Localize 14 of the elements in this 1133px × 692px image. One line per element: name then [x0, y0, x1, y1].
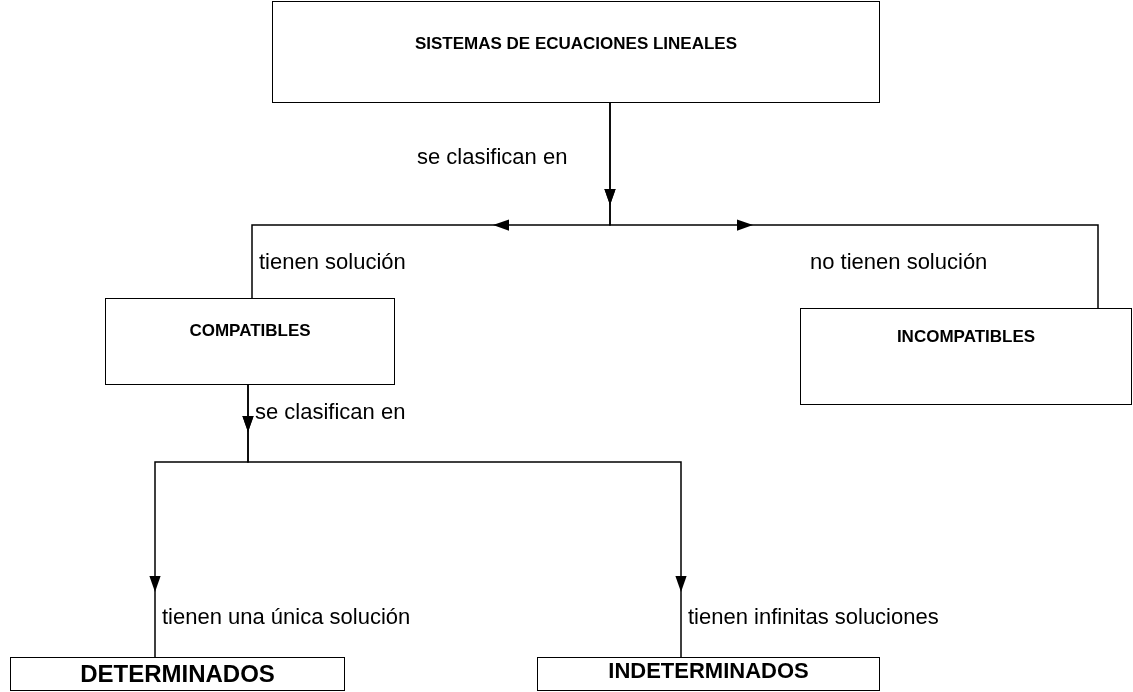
box-title: INCOMPATIBLES — [896, 327, 1036, 348]
concept-box — [272, 1, 880, 103]
concept-box — [105, 298, 395, 385]
connector-arrow — [242, 384, 687, 658]
box-title: DETERMINADOS — [80, 660, 275, 689]
concept-box — [10, 657, 345, 691]
concept-box — [537, 657, 880, 691]
connector-arrow — [604, 102, 1099, 309]
box-title: INDETERMINADOS — [608, 658, 809, 685]
concept-box — [800, 308, 1132, 405]
connector-label: se clasifican en — [417, 144, 568, 170]
connector-label: se clasifican en — [255, 399, 406, 425]
box-title: SISTEMAS DE ECUACIONES LINEALES — [414, 34, 738, 55]
box-title: COMPATIBLES — [189, 321, 311, 342]
